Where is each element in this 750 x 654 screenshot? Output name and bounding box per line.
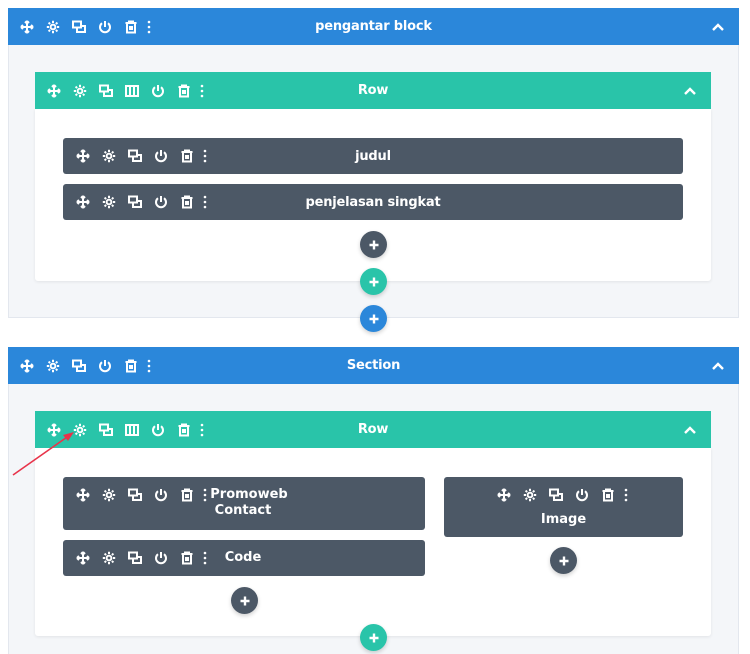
more-dots-icon[interactable] [200, 545, 210, 571]
gear-icon[interactable] [96, 545, 122, 571]
move-icon[interactable] [70, 545, 96, 571]
power-icon[interactable] [148, 545, 174, 571]
row-header[interactable]: Row [35, 411, 711, 448]
trash-icon[interactable] [118, 14, 144, 40]
chevron-up-icon[interactable] [707, 347, 729, 384]
more-dots-icon[interactable] [200, 189, 210, 215]
columns-icon[interactable] [119, 78, 145, 104]
add-module-button[interactable] [231, 587, 258, 614]
gear-icon[interactable] [40, 353, 66, 379]
module-code[interactable]: Code [63, 540, 425, 576]
more-dots-icon[interactable] [621, 482, 631, 508]
add-module-button[interactable] [360, 231, 387, 258]
annotation-arrow [12, 432, 74, 476]
trash-icon[interactable] [118, 353, 144, 379]
add-module-button[interactable] [550, 547, 577, 574]
power-icon[interactable] [569, 482, 595, 508]
power-icon[interactable] [148, 143, 174, 169]
more-dots-icon[interactable] [144, 353, 154, 379]
gear-icon[interactable] [96, 482, 122, 508]
more-dots-icon[interactable] [200, 143, 210, 169]
module-judul[interactable]: judul [63, 138, 683, 174]
move-icon[interactable] [41, 78, 67, 104]
section-header-section[interactable]: Section [8, 347, 739, 384]
module-title-line1: Promoweb [210, 487, 288, 502]
power-icon[interactable] [145, 78, 171, 104]
duplicate-icon[interactable] [66, 14, 92, 40]
power-icon[interactable] [92, 353, 118, 379]
more-dots-icon[interactable] [197, 78, 207, 104]
power-icon[interactable] [148, 482, 174, 508]
duplicate-icon[interactable] [122, 189, 148, 215]
duplicate-icon[interactable] [93, 417, 119, 443]
power-icon[interactable] [145, 417, 171, 443]
chevron-up-icon[interactable] [679, 411, 701, 448]
duplicate-icon[interactable] [122, 143, 148, 169]
move-icon[interactable] [14, 14, 40, 40]
trash-icon[interactable] [174, 545, 200, 571]
trash-icon[interactable] [174, 189, 200, 215]
trash-icon[interactable] [171, 78, 197, 104]
chevron-up-icon[interactable] [707, 8, 729, 45]
gear-icon[interactable] [67, 78, 93, 104]
section-header-pengantar-block[interactable]: pengantar block [8, 8, 739, 45]
trash-icon[interactable] [174, 143, 200, 169]
module-title: Code [224, 550, 262, 565]
module-promoweb-contact[interactable]: Promoweb Contact [63, 477, 425, 530]
move-icon[interactable] [491, 482, 517, 508]
module-title-line2: Contact [214, 503, 272, 518]
chevron-up-icon[interactable] [679, 72, 701, 109]
trash-icon[interactable] [174, 482, 200, 508]
module-penjelasan-singkat[interactable]: penjelasan singkat [63, 184, 683, 220]
move-icon[interactable] [70, 482, 96, 508]
duplicate-icon[interactable] [66, 353, 92, 379]
module-image[interactable]: Image [444, 477, 683, 537]
duplicate-icon[interactable] [122, 545, 148, 571]
add-row-button[interactable] [360, 624, 387, 651]
trash-icon[interactable] [171, 417, 197, 443]
more-dots-icon[interactable] [144, 14, 154, 40]
gear-icon[interactable] [40, 14, 66, 40]
duplicate-icon[interactable] [122, 482, 148, 508]
row-header[interactable]: Row [35, 72, 711, 109]
more-dots-icon[interactable] [197, 417, 207, 443]
columns-icon[interactable] [119, 417, 145, 443]
duplicate-icon[interactable] [93, 78, 119, 104]
power-icon[interactable] [92, 14, 118, 40]
move-icon[interactable] [70, 143, 96, 169]
gear-icon[interactable] [96, 143, 122, 169]
add-section-button[interactable] [360, 305, 387, 332]
gear-icon[interactable] [96, 189, 122, 215]
power-icon[interactable] [148, 189, 174, 215]
move-icon[interactable] [70, 189, 96, 215]
gear-icon[interactable] [517, 482, 543, 508]
move-icon[interactable] [14, 353, 40, 379]
trash-icon[interactable] [595, 482, 621, 508]
module-title: Image [540, 512, 587, 527]
duplicate-icon[interactable] [543, 482, 569, 508]
add-row-button[interactable] [360, 268, 387, 295]
